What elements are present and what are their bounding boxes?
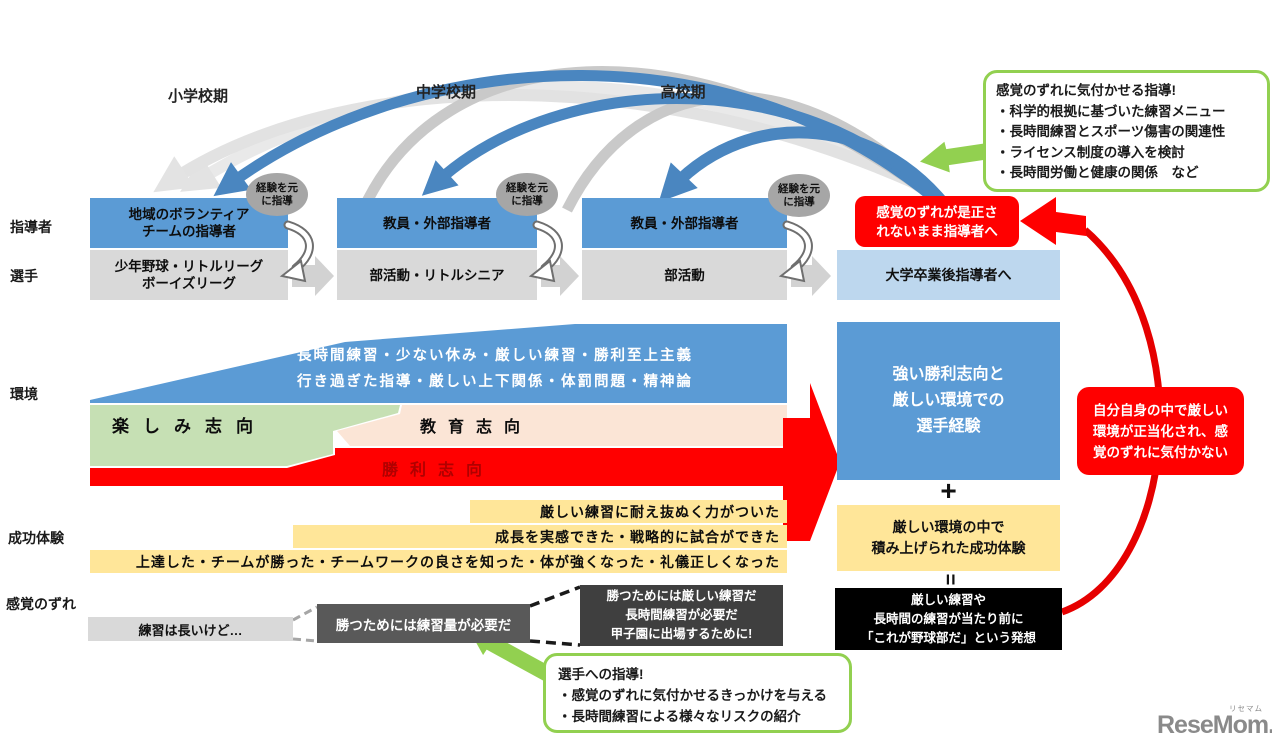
row-label-player: 選手 (10, 268, 38, 284)
accumulated-success-box: 厳しい環境の中で 積み上げられた成功体験 (837, 505, 1060, 571)
period-middle: 中学校期 (415, 84, 476, 101)
row-label-coach: 指導者 (10, 219, 52, 235)
period-elementary: 小学校期 (167, 88, 228, 105)
row-label-success: 成功体験 (8, 530, 64, 546)
player-box-high: 部活動 (582, 250, 787, 300)
resemom-logo-text: ReseMom. (1157, 711, 1272, 739)
gap-thought-3: 勝つためには厳しい練習だ 長時間練習が必要だ 甲子園に出場するために! (580, 585, 783, 646)
equals-sign: = (837, 571, 1060, 588)
player-guidance-title: 選手への指導! (558, 667, 644, 682)
resemom-logo-ruby: リセマム (1229, 704, 1263, 713)
player-box-middle: 部活動・リトルシニア (337, 250, 537, 300)
coach-guidance-item: ・長時間労働と健康の関係 など (996, 165, 1199, 180)
coach-guidance-item: ・長時間練習とスポーツ傷害の関連性 (996, 124, 1226, 139)
coach-box-elementary: 地域のボランティア チームの指導者 (90, 198, 288, 248)
gap-thought-2: 勝つためには練習量が必要だ (317, 604, 530, 643)
resemom-logo: リセマム ReseMom. (1157, 704, 1272, 741)
experience-note-ellipse-2: 経験を元 に指導 (496, 173, 558, 216)
gap-thought-1: 練習は長いけど… (88, 617, 293, 641)
coach-guidance-title: 感覚のずれに気付かせる指導! (996, 83, 1176, 98)
environment-to-experience-arrow (783, 383, 840, 541)
success-row-1: 厳しい練習に耐え抜ぬく力がついた (470, 500, 787, 523)
environment-harsh-line2: 行き過ぎた指導・厳しい上下関係・体罰問題・精神論 (297, 374, 693, 390)
environment-harsh-line1: 長時間練習・少ない休み・厳しい練習・勝利至上主義 (297, 348, 693, 364)
environment-victory-label: 勝利志向 (382, 462, 495, 479)
uncorrected-gap-box: 感覚のずれが是正さ れないまま指導者へ (855, 196, 1019, 247)
coach-guidance-item: ・ライセンス制度の導入を検討 (996, 144, 1185, 160)
environment-fun-label: 楽しみ志向 (112, 417, 267, 436)
baseball-club-mindset-box: 厳しい練習や 長時間の練習が当たり前に 「これが野球部だ」という発想 (835, 588, 1062, 650)
player-guidance-item: ・長時間練習による様々なリスクの紹介 (558, 709, 801, 724)
experience-note-ellipse-3: 経験を元 に指導 (768, 174, 830, 217)
player-box-elementary: 少年野球・リトルリーグ ボーイズリーグ (90, 250, 288, 300)
coach-box-high: 教員・外部指導者 (582, 198, 787, 248)
feedback-arrowhead (1020, 197, 1086, 245)
equals-glyph: = (938, 573, 960, 586)
player-guidance-item: ・感覚のずれに気付かせるきっかけを与える (558, 688, 828, 703)
after-graduation-box: 大学卒業後指導者へ (837, 250, 1060, 300)
success-row-2: 成長を実感できた・戦略的に試合ができた (293, 525, 787, 548)
row-label-environment: 環境 (10, 386, 38, 402)
player-guidance-bubble: 選手への指導! ・感覚のずれに気付かせるきっかけを与える ・長時間練習による様々… (543, 653, 852, 733)
period-high: 高校期 (660, 84, 706, 101)
environment-harsh-text: 長時間練習・少ない休み・厳しい練習・勝利至上主義行き過ぎた指導・厳しい上下関係・… (297, 343, 789, 395)
experience-note-ellipse-1: 経験を元 に指導 (246, 173, 308, 216)
strong-victory-experience-box: 強い勝利志向と 厳しい環境での 選手経験 (837, 322, 1060, 480)
environment-education-area (337, 405, 787, 446)
success-row-3: 上達した・チームが勝った・チームワークの良さを知った・体が強くなった・礼儀正しく… (90, 550, 787, 573)
coach-guidance-item: ・科学的根拠に基づいた練習メニュー (996, 103, 1226, 119)
row-label-gap: 感覚のずれ (6, 596, 76, 612)
plus-sign: + (940, 474, 957, 506)
self-justification-box: 自分自身の中で厳しい 環境が正当化され、感 覚のずれに気付かない (1077, 387, 1244, 475)
coach-guidance-bubble: 感覚のずれに気付かせる指導! ・科学的根拠に基づいた練習メニュー ・長時間練習と… (983, 70, 1270, 192)
environment-education-label: 教育志向 (420, 419, 533, 436)
